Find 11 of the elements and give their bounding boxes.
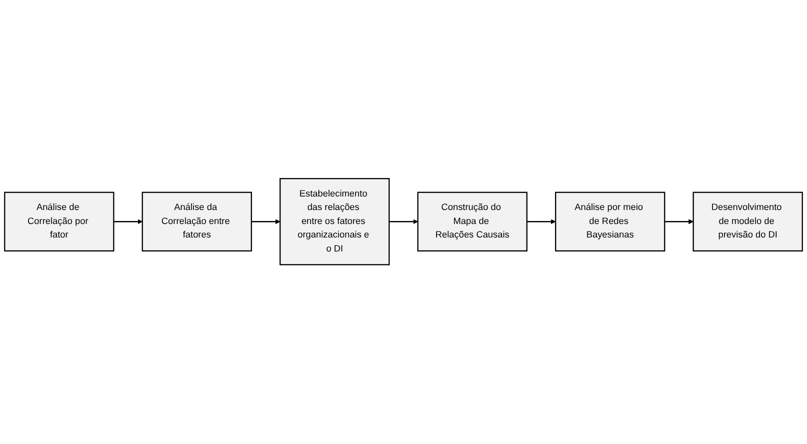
arrow [389, 219, 418, 225]
arrow [251, 219, 280, 225]
node-box: Análise de Correlação por fator [4, 192, 114, 252]
node-box: Análise da Correlação entre fatores [142, 192, 252, 252]
node-box: Estabelecimento das relações entre os fatores organizacionais e o DI [280, 178, 390, 266]
node-box: Análise por meio de Redes Bayesianas [555, 192, 666, 252]
node-box: Construção do Mapa de Relações Causais [417, 192, 528, 252]
arrow [114, 219, 143, 225]
arrow [526, 219, 556, 225]
arrow [664, 219, 694, 225]
node-box: Desenvolvimento de modelo de previsão do DI [692, 192, 803, 252]
